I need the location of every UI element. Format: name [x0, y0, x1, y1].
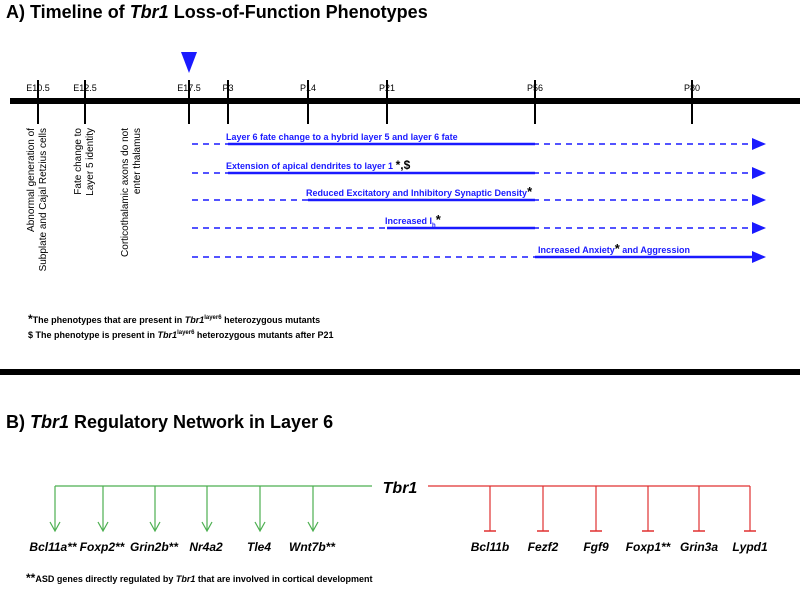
- activation-arrow-icon: [307, 521, 319, 533]
- tick-label: P3: [222, 83, 233, 93]
- timeline-ticks: E10.5 E12.5 E17.5 P3 P14 P21 P56 P80: [26, 80, 700, 124]
- repressed-gene: Lypd1: [732, 540, 768, 554]
- phenotype-label: Increased Anxiety* and Aggression: [538, 241, 690, 256]
- regulatory-network: Bcl11a**Foxp2** Grin2b** Nr4a2 Tle4 Wnt7b** B…: [29, 485, 768, 554]
- repressed-gene: Foxp1**: [626, 540, 672, 554]
- activation-arrow-icon: [97, 521, 109, 533]
- activated-gene: Foxp2**: [80, 540, 126, 554]
- e17-5-marker-icon: [181, 52, 197, 73]
- repressed-gene: Bcl11b: [471, 540, 509, 554]
- arrow-head-icon: [752, 194, 766, 206]
- repressed-gene: Fgf9: [583, 540, 609, 554]
- activation-arrow-icon: [254, 521, 266, 533]
- activated-gene: Wnt7b**: [289, 540, 336, 554]
- phenotype-rows: Layer 6 fate change to a hybrid layer 5 …: [192, 132, 766, 263]
- tick-label: P14: [300, 83, 316, 93]
- activated-gene: Tle4: [247, 540, 271, 554]
- activated-gene: Nr4a2: [189, 540, 223, 554]
- footnote-dollar: $ The phenotype is present in Tbr1layer6…: [28, 330, 333, 340]
- arrow-head-icon: [752, 222, 766, 234]
- tick-label: E10.5: [26, 83, 50, 93]
- early-phenotypes: Abnormal generation ofSubplate and Cajal…: [26, 128, 143, 272]
- hub-gene: Tbr1: [383, 480, 418, 497]
- activated-gene: Grin2b**: [130, 540, 179, 554]
- activation-arrow-icon: [201, 521, 213, 533]
- footnote-star: *The phenotypes that are present in Tbr1…: [28, 312, 320, 326]
- repressed-gene: Fezf2: [528, 540, 559, 554]
- panel-separator: [0, 369, 800, 375]
- early-phenotype-label: Abnormal generation ofSubplate and Cajal…: [26, 128, 49, 272]
- phenotype-label: Layer 6 fate change to a hybrid layer 5 …: [226, 132, 458, 142]
- arrow-head-icon: [752, 138, 766, 150]
- arrow-head-icon: [752, 167, 766, 179]
- arrow-head-icon: [752, 251, 766, 263]
- early-phenotype-label: Corticothalamic axons do notenter thalam…: [120, 128, 143, 257]
- repressed-gene: Grin3a: [680, 540, 718, 554]
- early-phenotype-label: Fate change toLayer 5 identity: [73, 128, 96, 196]
- phenotype-label: Reduced Excitatory and Inhibitory Synapt…: [306, 184, 533, 199]
- tick-label: P80: [684, 83, 700, 93]
- panel-b-title: B) Tbr1 Regulatory Network in Layer 6: [6, 412, 333, 432]
- activated-gene: Bcl11a**: [29, 540, 77, 554]
- phenotype-label: Increased Ih*: [385, 212, 442, 229]
- timeline-axis: [10, 98, 800, 104]
- tick-label: E12.5: [73, 83, 97, 93]
- tick-label: P56: [527, 83, 543, 93]
- tick-label: P21: [379, 83, 395, 93]
- footnote-asd: **ASD genes directly regulated by Tbr1 t…: [26, 571, 372, 585]
- panel-a-title: A) Timeline of Tbr1 Loss-of-Function Phe…: [6, 2, 428, 22]
- tick-label: E17.5: [177, 83, 201, 93]
- activation-arrow-icon: [149, 521, 161, 533]
- activation-arrow-icon: [49, 521, 61, 533]
- phenotype-label: Extension of apical dendrites to layer 1…: [226, 158, 411, 172]
